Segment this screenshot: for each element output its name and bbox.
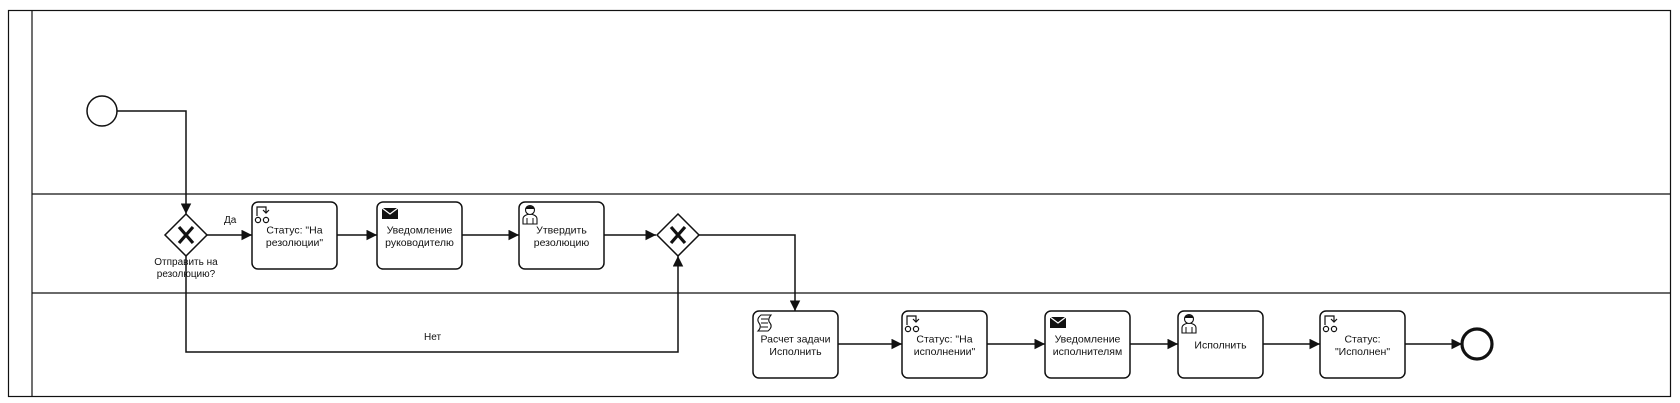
task-label: Уведомление [387, 224, 453, 236]
send-task-envelope-icon [381, 207, 399, 219]
exclusive-gateway-x-icon [669, 225, 687, 245]
task-label: резолюцию [534, 237, 590, 249]
task-label: исполнителям [1053, 346, 1122, 358]
task-box [518, 201, 605, 270]
user-task-person-icon [522, 204, 538, 225]
task-label: Уведомление [1055, 333, 1121, 345]
flow-label-yes: Да [224, 215, 237, 226]
task-label: Утвердить [536, 224, 587, 236]
task-label: "Исполнен" [1335, 346, 1390, 358]
sequence-flows [117, 110, 1462, 353]
pool [7, 9, 1672, 398]
task-8[interactable]: Статус:"Исполнен" [1319, 310, 1406, 379]
task-label: Статус: [1344, 333, 1380, 345]
task-label: исполнении" [914, 346, 976, 358]
task-label: Статус: "На [266, 224, 322, 236]
task-box [1044, 310, 1131, 379]
start-event[interactable] [86, 95, 118, 127]
end-event[interactable] [1460, 327, 1494, 361]
exclusive-gateway-x-icon [177, 225, 195, 245]
gateway-merge[interactable] [655, 212, 701, 258]
business-rule-task-icon [904, 315, 920, 333]
task-box [376, 201, 463, 270]
task-label: резолюции" [266, 237, 323, 249]
flow-merge-to-task4 [699, 234, 801, 311]
flow-label-no: Нет [424, 332, 441, 343]
task-box [1319, 310, 1406, 379]
task-label: Исполнить [769, 346, 822, 358]
tasks-layer: Статус: "Нарезолюции"Уведомлениеруководи… [251, 201, 1406, 379]
task-box [752, 310, 839, 379]
gateway-label-line-2: резолюцию? [157, 269, 216, 280]
business-rule-task-icon [1322, 315, 1338, 333]
gateway-label-line-1: Отправить на [154, 257, 218, 268]
task-label: Статус: "На [916, 333, 972, 345]
flow-start-to-gateway [117, 110, 192, 214]
task-box [901, 310, 988, 379]
task-box [1177, 310, 1264, 379]
script-task-icon [756, 314, 773, 332]
task-7[interactable]: Исполнить [1177, 310, 1264, 379]
flow-no [185, 256, 684, 353]
business-rule-task-icon [254, 206, 270, 224]
gateway-send-for-resolution[interactable] [163, 212, 209, 258]
task-label: Исполнить [1194, 340, 1247, 352]
task-label: руководителю [385, 237, 454, 249]
user-task-person-icon [1181, 313, 1197, 334]
task-box [251, 201, 338, 270]
send-task-envelope-icon [1049, 316, 1067, 328]
task-label: Расчет задачи [760, 333, 830, 345]
